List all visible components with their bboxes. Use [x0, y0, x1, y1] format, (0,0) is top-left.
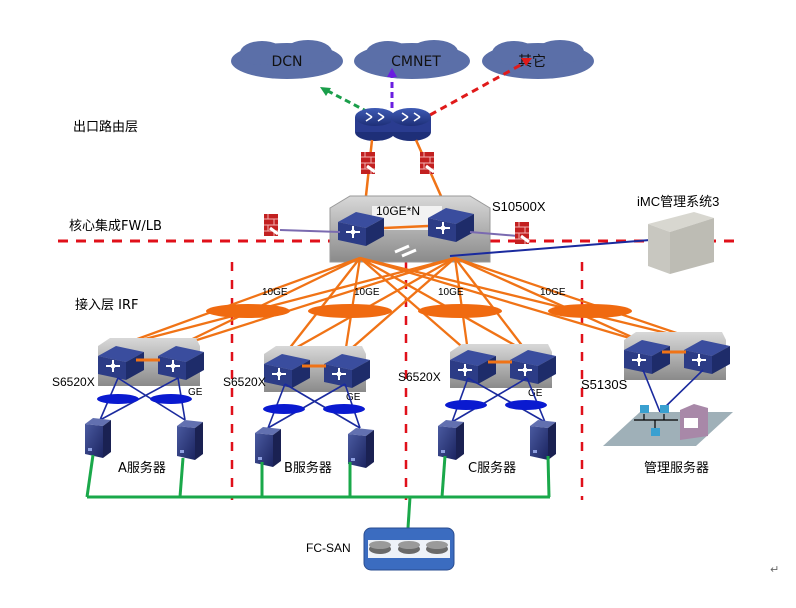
ge-lag-a2	[150, 394, 192, 404]
imc-link	[449, 239, 651, 257]
cloud-label-other: 其它	[518, 53, 546, 70]
layer-label-egress: 出口路由层	[73, 119, 138, 135]
core-firewall-right-icon	[513, 220, 531, 246]
server-group-label-c: C服务器	[468, 460, 516, 476]
server-group-label-a: A服务器	[118, 460, 166, 476]
arrow-to-other	[429, 60, 527, 117]
access-link-label-b: GE	[346, 392, 361, 403]
access-switch-b	[263, 346, 371, 392]
lag-ellipse-1	[206, 304, 290, 318]
server-a2-icon	[177, 420, 203, 460]
server-b2-icon	[348, 428, 374, 468]
access-switch-mgmt	[623, 332, 731, 380]
uplink-label-3: 10GE	[438, 287, 464, 298]
san-links	[85, 454, 551, 529]
core-access-uplinks	[117, 256, 704, 356]
lag-ellipse-2	[308, 304, 392, 318]
cloud-label-dcn: DCN	[271, 54, 302, 70]
server-c2-icon	[530, 420, 556, 460]
arrowhead-dcn	[320, 87, 331, 96]
access-switch-label-c: S6520X	[398, 370, 441, 384]
egress-router-pair	[355, 108, 431, 141]
core-model-label: S10500X	[492, 199, 546, 214]
firewall-icon	[418, 150, 436, 176]
firewall-icon	[359, 150, 377, 176]
core-firewall-left-icon	[262, 212, 280, 238]
cloud-cmnet: CMNET	[354, 40, 470, 79]
arrowhead-cmnet	[387, 68, 397, 77]
access-switch-c	[449, 344, 557, 388]
uplink-label-1: 10GE	[262, 287, 288, 298]
layer-label-access: 接入层 IRF	[75, 297, 138, 313]
imc-label: iMC管理系统3	[637, 194, 719, 209]
server-c1-icon	[438, 420, 464, 460]
access-switch-label-b: S6520X	[223, 375, 266, 389]
ge-lag-c1	[445, 400, 487, 410]
access-links-c	[451, 377, 546, 423]
server-group-label-b: B服务器	[284, 460, 332, 476]
fc-san-storage-icon	[363, 527, 455, 571]
server-group-label-mgmt: 管理服务器	[644, 460, 709, 476]
management-lan-icon	[603, 404, 733, 446]
access-switch-label-a: S6520X	[52, 375, 95, 389]
lag-ellipse-4	[548, 304, 632, 318]
paragraph-mark: ↵	[770, 564, 779, 576]
core-fw-link-left	[279, 229, 341, 233]
access-switch-label-mgmt: S5130S	[581, 377, 628, 392]
layer-label-core: 核心集成FW/LB	[69, 218, 162, 234]
lag-ellipse-3	[418, 304, 502, 318]
uplink-label-2: 10GE	[354, 287, 380, 298]
server-b1-icon	[255, 427, 281, 467]
arrow-to-dcn	[325, 88, 369, 114]
access-link-label-c: GE	[528, 388, 543, 399]
ge-lag-c2	[505, 400, 547, 410]
server-a1-icon	[85, 418, 111, 458]
cloud-dcn: DCN	[231, 40, 343, 79]
ge-lag-a1	[97, 394, 139, 404]
ge-lag-b2	[323, 404, 365, 414]
core-fw-link-right	[469, 231, 519, 237]
uplink-label-4: 10GE	[540, 287, 566, 298]
cloud-other: 其它	[482, 40, 594, 79]
access-switch-a	[97, 338, 205, 386]
core-switch-s10500x	[329, 195, 491, 263]
cloud-label-cmnet: CMNET	[391, 54, 441, 70]
fc-san-label: FC-SAN	[306, 541, 351, 555]
access-link-label-a: GE	[188, 387, 203, 398]
arrowhead-other	[521, 58, 532, 66]
ge-lag-b1	[263, 404, 305, 414]
core-link-label: 10GE*N	[376, 204, 420, 218]
imc-server-icon	[648, 212, 714, 274]
